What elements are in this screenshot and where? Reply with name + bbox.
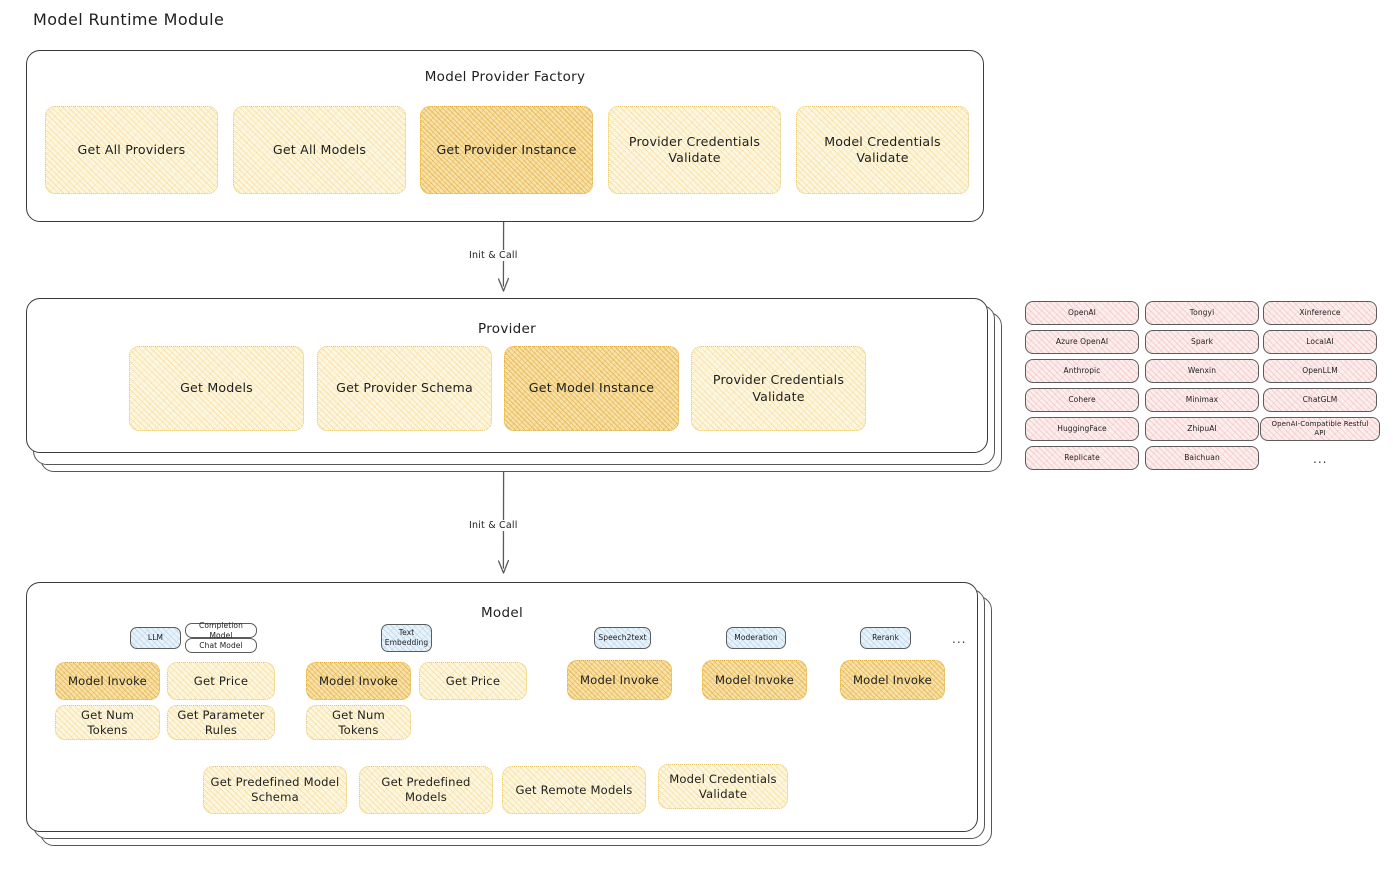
model-type-moderation[interactable]: Moderation — [726, 627, 786, 649]
model-common-method-get-remote-models[interactable]: Get Remote Models — [502, 766, 646, 814]
model-type-llm-sublabel-completion-model[interactable]: Completion Model — [185, 621, 257, 640]
factory-method-get-all-models[interactable]: Get All Models — [233, 106, 406, 194]
provider-method-get-provider-schema[interactable]: Get Provider Schema — [317, 346, 492, 431]
provider-chip-anthropic[interactable]: Anthropic — [1025, 359, 1139, 383]
provider-method-get-model-instance[interactable]: Get Model Instance — [504, 346, 679, 431]
model-common-method-get-predefined-model-schema[interactable]: Get Predefined Model Schema — [203, 766, 347, 814]
provider-chip-huggingface[interactable]: HuggingFace — [1025, 417, 1139, 441]
llm-method-get-num-tokens[interactable]: Get Num Tokens — [55, 705, 160, 740]
factory-method-get-all-providers[interactable]: Get All Providers — [45, 106, 218, 194]
rerank-method-model-invoke[interactable]: Model Invoke — [840, 660, 945, 700]
factory-method-provider-credentials-validate[interactable]: Provider Credentials Validate — [608, 106, 781, 194]
provider-chip-localai[interactable]: LocalAI — [1263, 330, 1377, 354]
model-common-method-model-credentials-validate[interactable]: Model Credentials Validate — [658, 764, 788, 809]
provider-chip-zhipuai[interactable]: ZhipuAI — [1145, 417, 1259, 441]
text-embedding-method-model-invoke[interactable]: Model Invoke — [306, 662, 411, 700]
model-type-rerank[interactable]: Rerank — [860, 627, 911, 649]
provider-chip-chatglm[interactable]: ChatGLM — [1263, 388, 1377, 412]
model-type-llm-sublabel-chat-model[interactable]: Chat Model — [185, 638, 257, 653]
text-embedding-method-get-num-tokens[interactable]: Get Num Tokens — [306, 705, 411, 740]
provider-chip-openllm[interactable]: OpenLLM — [1263, 359, 1377, 383]
model-common-method-get-predefined-models[interactable]: Get Predefined Models — [359, 766, 493, 814]
llm-method-get-parameter-rules[interactable]: Get Parameter Rules — [167, 705, 275, 740]
provider-chip-replicate[interactable]: Replicate — [1025, 446, 1139, 470]
moderation-method-model-invoke[interactable]: Model Invoke — [702, 660, 807, 700]
model-type-text-embedding[interactable]: Text Embedding — [381, 624, 432, 652]
speech2text-method-model-invoke[interactable]: Model Invoke — [567, 660, 672, 700]
model-provider-factory-title: Model Provider Factory — [424, 69, 586, 85]
provider-chip-cohere[interactable]: Cohere — [1025, 388, 1139, 412]
provider-chip-openai-compatible-restful-api[interactable]: OpenAI-Compatible Restful API — [1260, 417, 1380, 441]
arrow-2-label: Init & Call — [466, 520, 521, 531]
provider-chip-azure-openai[interactable]: Azure OpenAI — [1025, 330, 1139, 354]
provider-chip-baichuan[interactable]: Baichuan — [1145, 446, 1259, 470]
provider-title: Provider — [478, 321, 536, 337]
model-title: Model — [480, 605, 524, 621]
provider-chip-wenxin[interactable]: Wenxin — [1145, 359, 1259, 383]
model-type-llm[interactable]: LLM — [130, 627, 181, 649]
page-title: Model Runtime Module — [33, 10, 225, 29]
arrow-factory-to-provider: Init & Call — [466, 221, 540, 300]
provider-method-provider-credentials-validate[interactable]: Provider Credentials Validate — [691, 346, 866, 431]
model-types-more-ellipsis: ... — [952, 632, 967, 646]
arrow-1-line — [497, 221, 510, 292]
provider-chip-openai[interactable]: OpenAI — [1025, 301, 1139, 325]
factory-method-get-provider-instance[interactable]: Get Provider Instance — [420, 106, 593, 194]
llm-method-get-price[interactable]: Get Price — [167, 662, 275, 700]
arrow-1-label: Init & Call — [466, 250, 521, 261]
model-type-speech2text[interactable]: Speech2text — [594, 627, 651, 649]
provider-method-get-models[interactable]: Get Models — [129, 346, 304, 431]
provider-list-more-ellipsis: ... — [1313, 452, 1328, 466]
arrow-provider-to-model: Init & Call — [466, 471, 540, 582]
provider-chip-xinference[interactable]: Xinference — [1263, 301, 1377, 325]
provider-chip-minimax[interactable]: Minimax — [1145, 388, 1259, 412]
text-embedding-method-get-price[interactable]: Get Price — [419, 662, 527, 700]
provider-chip-tongyi[interactable]: Tongyi — [1145, 301, 1259, 325]
factory-method-model-credentials-validate[interactable]: Model Credentials Validate — [796, 106, 969, 194]
llm-method-model-invoke[interactable]: Model Invoke — [55, 662, 160, 700]
provider-chip-spark[interactable]: Spark — [1145, 330, 1259, 354]
